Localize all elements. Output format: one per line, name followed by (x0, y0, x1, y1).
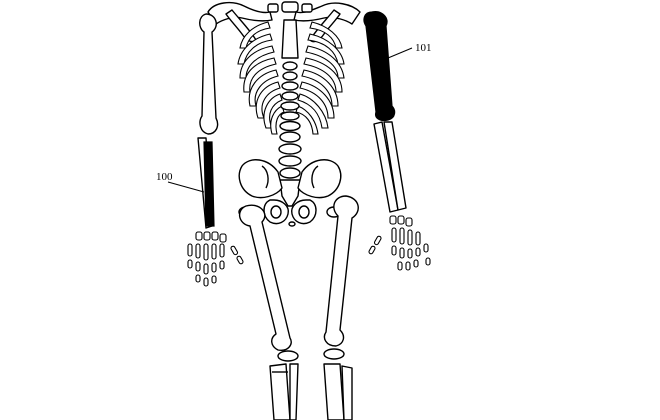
right-leg (323, 195, 359, 420)
left-arm (187, 13, 244, 287)
label-100-text: 100 (156, 171, 173, 183)
highlighted-humerus-bone (363, 11, 396, 122)
spine (278, 61, 302, 207)
right-hand (368, 215, 431, 271)
label-101: 101 (387, 42, 432, 59)
leader-line-101 (387, 47, 413, 59)
left-leg (239, 204, 299, 420)
rib-cage (237, 19, 345, 135)
highlighted-radius-bone (203, 141, 215, 227)
leader-line-100 (167, 181, 205, 193)
label-101-text: 101 (415, 42, 432, 54)
right-arm (363, 11, 431, 271)
left-hand (187, 231, 244, 287)
label-100: 100 (156, 171, 205, 193)
